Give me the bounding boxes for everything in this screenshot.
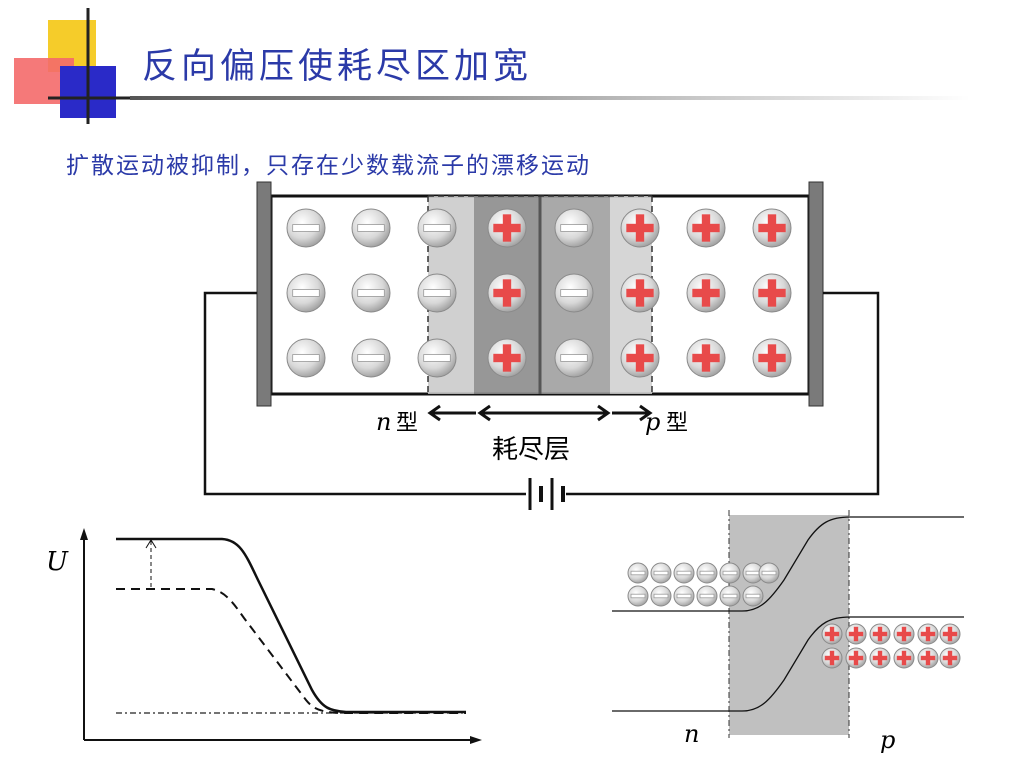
- electron-carrier: [719, 562, 741, 584]
- electron-carrier: [758, 562, 780, 584]
- positive-ion: [752, 208, 792, 248]
- positive-ion: [620, 273, 660, 313]
- negative-ion: [417, 273, 457, 313]
- battery-icon: [528, 478, 565, 510]
- slide-title: 反向偏压使耗尽区加宽: [142, 47, 533, 87]
- electron-carrier: [650, 562, 672, 584]
- band-p-label: p: [880, 726, 895, 754]
- hole-carrier: [939, 647, 961, 669]
- positive-ion: [686, 208, 726, 248]
- y-axis-label: U: [46, 547, 69, 577]
- electron-carrier: [650, 585, 672, 607]
- hole-carrier: [869, 623, 891, 645]
- wire-right: [566, 291, 880, 496]
- negative-ion: [286, 208, 326, 248]
- positive-ion: [620, 208, 660, 248]
- negative-ion: [417, 338, 457, 378]
- slide-subtitle: 扩散运动被抑制，只存在少数载流子的漂移运动: [66, 153, 591, 179]
- electron-carrier: [742, 585, 764, 607]
- hole-carrier: [845, 623, 867, 645]
- p-type-suffix: 型: [666, 411, 688, 436]
- hole-carrier: [821, 647, 843, 669]
- wire-left: [203, 291, 526, 496]
- negative-ion: [286, 273, 326, 313]
- band-n-label: n: [684, 720, 699, 748]
- hole-carrier: [893, 647, 915, 669]
- positive-ion: [487, 208, 527, 248]
- hole-carrier: [845, 647, 867, 669]
- negative-ion: [351, 338, 391, 378]
- negative-ion: [554, 338, 594, 378]
- depletion-layer-label: 耗尽层: [492, 435, 570, 465]
- hole-carrier: [917, 623, 939, 645]
- electron-carrier: [696, 562, 718, 584]
- valence-band: [612, 616, 964, 712]
- corner-decoration: [14, 8, 140, 124]
- negative-ion: [351, 273, 391, 313]
- positive-ion: [620, 338, 660, 378]
- hole-carrier: [917, 647, 939, 669]
- hole-carrier: [939, 623, 961, 645]
- electron-carrier: [673, 585, 695, 607]
- positive-ion: [752, 338, 792, 378]
- band-carriers: [627, 562, 961, 669]
- reverse-bias-curve: [116, 537, 466, 714]
- electron-carrier: [627, 562, 649, 584]
- negative-ion: [351, 208, 391, 248]
- n-type-suffix: 型: [396, 411, 418, 436]
- electron-carrier: [627, 585, 649, 607]
- positive-ion: [752, 273, 792, 313]
- depletion-arrows: [427, 404, 653, 422]
- negative-ion: [417, 208, 457, 248]
- positive-ion: [487, 338, 527, 378]
- title-underline: [130, 96, 970, 100]
- hole-carrier: [869, 647, 891, 669]
- negative-ion: [554, 273, 594, 313]
- ion-grid: [286, 208, 792, 378]
- equilibrium-curve: [116, 588, 466, 714]
- positive-ion: [686, 273, 726, 313]
- hole-carrier: [893, 623, 915, 645]
- negative-ion: [554, 208, 594, 248]
- electron-carrier: [719, 585, 741, 607]
- positive-ion: [686, 338, 726, 378]
- negative-ion: [286, 338, 326, 378]
- positive-ion: [487, 273, 527, 313]
- hole-carrier: [821, 623, 843, 645]
- conduction-band: [612, 516, 964, 612]
- electron-carrier: [673, 562, 695, 584]
- n-type-label: n: [376, 408, 391, 436]
- electron-carrier: [696, 585, 718, 607]
- p-type-label: p: [645, 408, 660, 436]
